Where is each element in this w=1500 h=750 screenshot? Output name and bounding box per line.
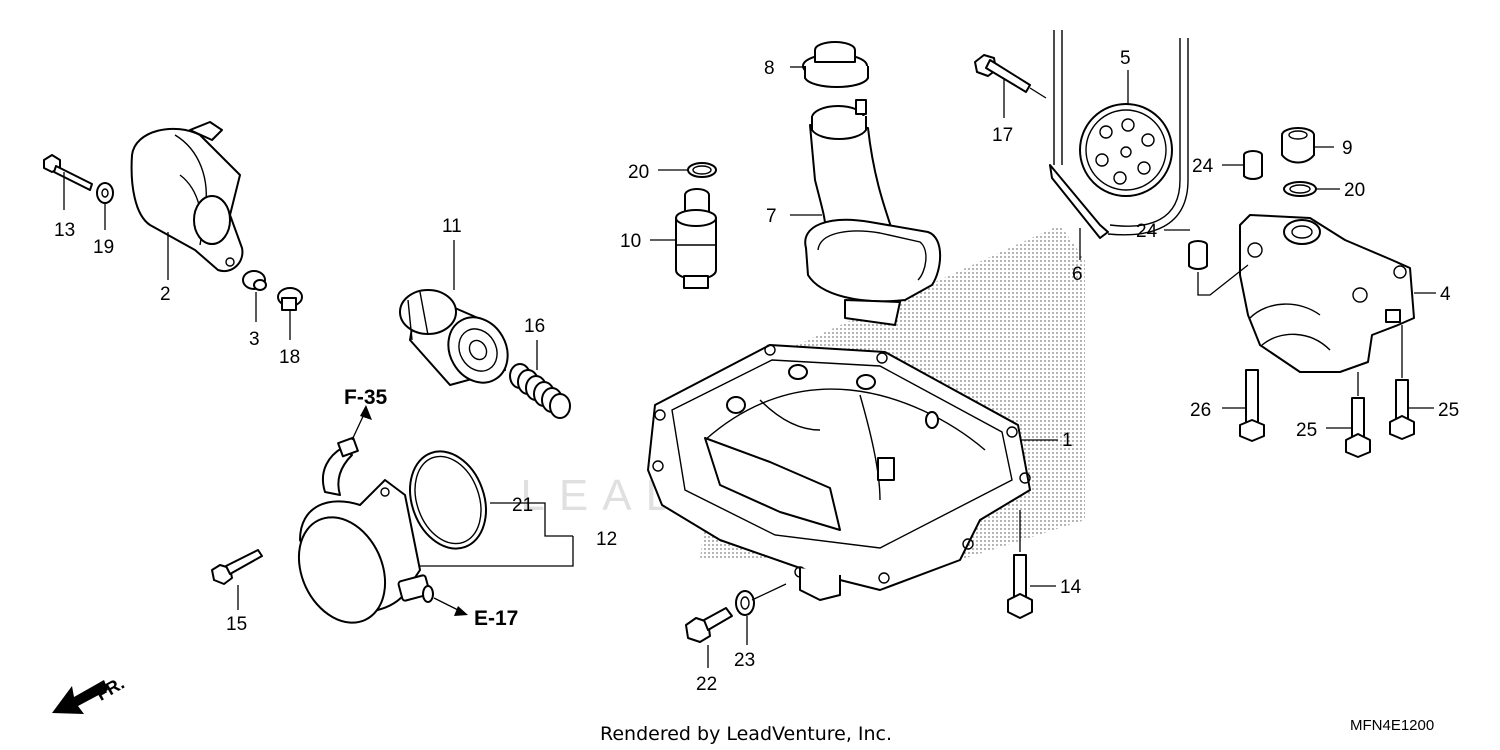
part-label[interactable]: 17 (992, 125, 1013, 146)
dowel-24b-icon[interactable] (1188, 240, 1249, 296)
seal-cap-8-icon[interactable] (802, 41, 869, 88)
part-label[interactable]: 10 (620, 231, 641, 252)
oil-pump-4-icon[interactable] (1239, 214, 1415, 373)
oil-filter-11-icon[interactable] (399, 240, 519, 393)
part-label[interactable]: 23 (734, 650, 755, 671)
collar-18-icon[interactable] (277, 287, 303, 340)
part-label[interactable]: 19 (93, 237, 114, 258)
o-ring-20a-icon[interactable] (687, 162, 717, 178)
bolt-15-icon[interactable] (211, 549, 263, 610)
part-label[interactable]: 25 (1438, 400, 1459, 421)
relief-valve-10-icon[interactable] (675, 188, 717, 289)
part-label[interactable]: 24 (1136, 221, 1158, 242)
part-label[interactable]: 1 (1062, 430, 1073, 451)
washer-19-icon[interactable] (96, 182, 114, 230)
part-label[interactable]: 25 (1296, 420, 1317, 441)
grommet-3-icon[interactable] (242, 270, 267, 322)
dowel-24a-icon[interactable] (1243, 150, 1263, 180)
reference-e17[interactable]: E-17 (474, 607, 518, 630)
part-label[interactable]: 4 (1440, 284, 1451, 305)
part-label[interactable]: 22 (696, 674, 717, 695)
o-ring-20b-icon[interactable] (1283, 181, 1317, 197)
bolt-26-icon[interactable] (1239, 369, 1265, 442)
drive-chain-6-icon[interactable] (1049, 30, 1189, 260)
sprocket-5-icon[interactable] (1079, 70, 1173, 197)
bolt-25b-icon[interactable] (1389, 325, 1415, 440)
spring-16-icon[interactable] (509, 340, 571, 419)
bolt-13-icon[interactable] (43, 154, 93, 210)
part-label[interactable]: 13 (54, 220, 75, 241)
part-label[interactable]: 20 (628, 162, 649, 183)
part-label[interactable]: 2 (160, 284, 171, 305)
footer-credit: Rendered by LeadVenture, Inc. (600, 723, 892, 745)
part-label[interactable]: 6 (1072, 264, 1083, 285)
collar-9-icon[interactable] (1281, 127, 1315, 164)
bolt-17-icon[interactable] (974, 54, 1047, 118)
part-label[interactable]: 24 (1192, 156, 1214, 177)
oil-pan-1-icon[interactable] (647, 344, 1058, 601)
part-label[interactable]: 9 (1342, 138, 1353, 159)
part-label[interactable]: 12 (596, 529, 617, 550)
part-label[interactable]: 16 (524, 316, 545, 337)
part-label[interactable]: 5 (1120, 48, 1131, 69)
part-label[interactable]: 3 (249, 329, 260, 350)
part-label[interactable]: 11 (442, 216, 462, 237)
part-label[interactable]: 15 (226, 614, 247, 635)
part-label[interactable]: 7 (766, 206, 777, 227)
drain-bolt-22-icon[interactable] (685, 607, 733, 668)
part-label[interactable]: 20 (1344, 180, 1365, 201)
oil-strainer-7-icon[interactable] (804, 99, 942, 326)
front-marker-label: FR. (93, 673, 128, 705)
part-label[interactable]: 18 (279, 347, 300, 368)
part-label[interactable]: 8 (764, 58, 775, 79)
oil-cooler-12-icon[interactable] (283, 436, 434, 637)
o-ring-21-icon[interactable] (397, 441, 499, 560)
part-label[interactable]: 21 (512, 495, 533, 516)
part-label[interactable]: 14 (1060, 577, 1082, 598)
reference-f35[interactable]: F-35 (344, 386, 388, 409)
washer-23-icon[interactable] (735, 583, 787, 645)
bolt-14-icon[interactable] (1007, 510, 1056, 619)
part-label[interactable]: 26 (1190, 400, 1211, 421)
front-arrow-icon (52, 680, 108, 714)
bolt-25a-icon[interactable] (1345, 372, 1371, 458)
diagram-code: MFN4E1200 (1350, 717, 1434, 734)
cover-2-icon[interactable] (130, 121, 244, 280)
